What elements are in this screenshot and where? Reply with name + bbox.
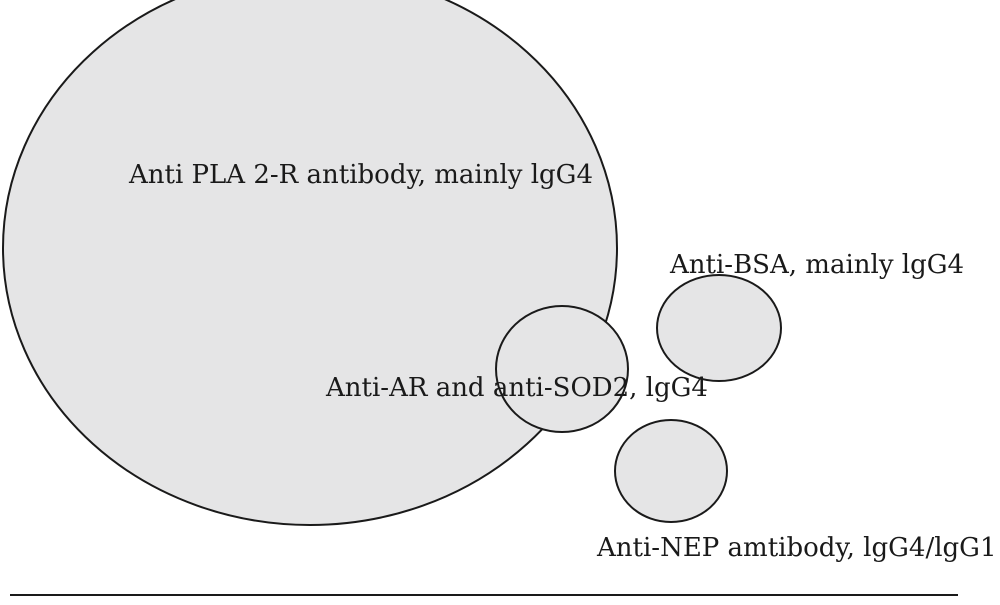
nep-antibody-circle xyxy=(614,419,728,523)
nep-antibody-label: Anti-NEP amtibody, lgG4/lgG1 xyxy=(596,533,996,563)
pla2r-antibody-label: Anti PLA 2-R antibody, mainly lgG4 xyxy=(128,160,593,190)
ar-sod2-antibody-circle xyxy=(495,305,629,433)
ar-sod2-antibody-label: Anti-AR and anti-SOD2, lgG4 xyxy=(325,373,708,403)
bsa-antibody-label: Anti-BSA, mainly lgG4 xyxy=(669,250,964,280)
bsa-antibody-circle xyxy=(656,274,782,382)
pla2r-antibody-circle xyxy=(2,0,618,526)
